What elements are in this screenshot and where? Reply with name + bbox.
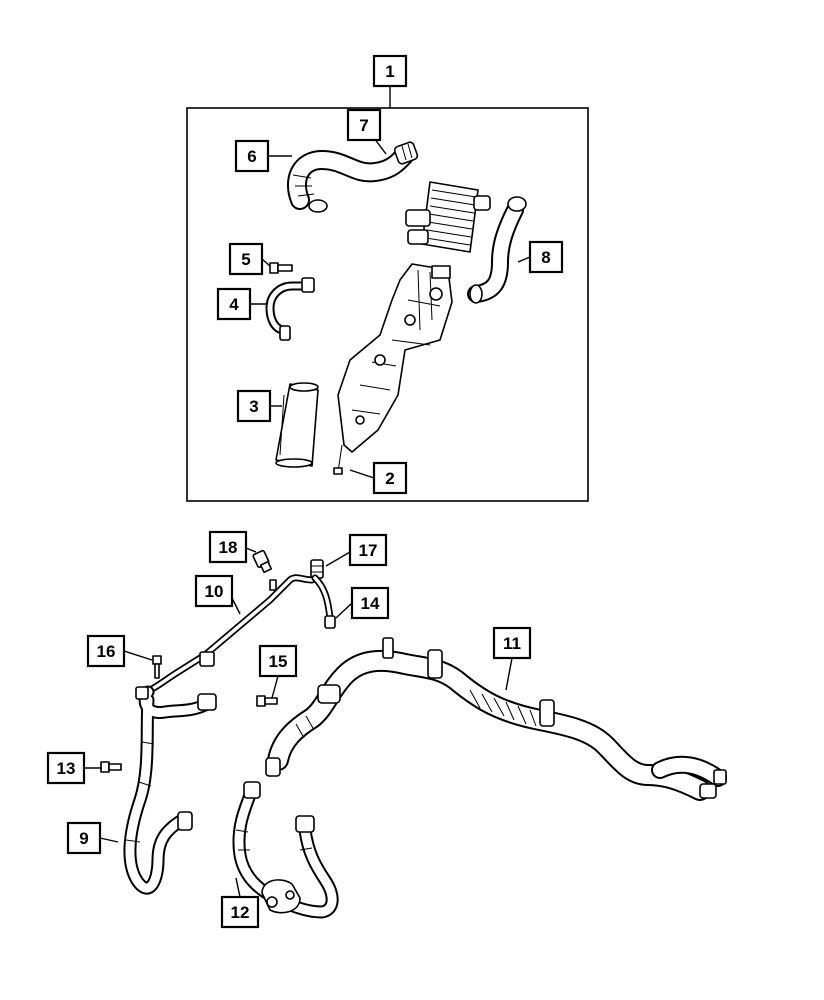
part-14-connector[interactable]: [324, 615, 336, 629]
callout-16-label: 16: [97, 642, 116, 661]
callout-14[interactable]: 14: [350, 586, 390, 620]
part-8-hose[interactable]: [467, 196, 527, 304]
leader-line-17: [325, 551, 351, 567]
part-18-sensor[interactable]: [252, 549, 273, 574]
part-6-hose[interactable]: [287, 146, 414, 213]
leader-line-14: [335, 602, 353, 619]
leader-line-10: [231, 597, 241, 615]
callout-16[interactable]: 16: [86, 634, 126, 668]
callout-17-label: 17: [359, 541, 378, 560]
part-12-hose[interactable]: [232, 781, 339, 919]
callout-9-label: 9: [79, 829, 88, 848]
callout-5[interactable]: 5: [228, 242, 264, 276]
callout-1[interactable]: 1: [372, 54, 408, 88]
assembly-frame: [186, 107, 589, 502]
leader-line-2: [349, 469, 375, 479]
part-3-filter[interactable]: [275, 382, 319, 468]
callout-14-label: 14: [361, 594, 380, 613]
callout-17[interactable]: 17: [348, 533, 388, 567]
callout-6-label: 6: [247, 147, 256, 166]
callout-13[interactable]: 13: [46, 751, 86, 785]
leader-line-18: [245, 547, 257, 553]
callout-1-label: 1: [385, 62, 394, 81]
callout-12-label: 12: [231, 903, 250, 922]
part-10-line[interactable]: [146, 574, 334, 694]
callout-11-label: 11: [503, 634, 521, 653]
callout-13-label: 13: [57, 759, 76, 778]
callout-11[interactable]: 11: [492, 626, 532, 660]
callout-15-label: 15: [269, 652, 288, 671]
leader-line-11: [505, 657, 513, 691]
part-15-bolt[interactable]: [256, 695, 278, 707]
callout-8[interactable]: 8: [528, 240, 564, 274]
callout-18[interactable]: 18: [208, 530, 248, 564]
callout-7[interactable]: 7: [346, 108, 382, 142]
part-16-bolt[interactable]: [152, 655, 162, 679]
leader-line-8: [517, 256, 531, 263]
callout-12[interactable]: 12: [220, 895, 260, 929]
callout-5-label: 5: [241, 250, 250, 269]
callout-15[interactable]: 15: [258, 644, 298, 678]
callout-2-label: 2: [385, 469, 394, 488]
callout-3-label: 3: [249, 397, 258, 416]
callout-10[interactable]: 10: [194, 574, 234, 608]
part-11-hose[interactable]: [265, 637, 727, 801]
callout-6[interactable]: 6: [234, 139, 270, 173]
part-7-connector[interactable]: [393, 141, 419, 165]
callout-4-label: 4: [229, 295, 239, 314]
callout-8-label: 8: [541, 248, 550, 267]
callout-10-label: 10: [205, 582, 224, 601]
leader-line-16: [123, 650, 153, 661]
callout-7-label: 7: [359, 116, 368, 135]
callout-9[interactable]: 9: [66, 821, 102, 855]
part-13-bolt[interactable]: [100, 761, 122, 773]
callout-4[interactable]: 4: [216, 287, 252, 321]
oil-cooler[interactable]: [405, 181, 491, 253]
leader-line-12: [235, 877, 241, 898]
callout-18-label: 18: [219, 538, 238, 557]
part-4-tube[interactable]: [265, 277, 315, 341]
part-9-hose[interactable]: [123, 685, 217, 895]
callout-2[interactable]: 2: [372, 461, 408, 495]
leader-line-15: [271, 675, 279, 699]
part-5-bolt[interactable]: [269, 262, 293, 274]
callout-3[interactable]: 3: [236, 389, 272, 423]
leader-line-5: [261, 258, 271, 267]
leader-line-9: [99, 837, 119, 843]
part-2-housing[interactable]: [333, 263, 453, 475]
